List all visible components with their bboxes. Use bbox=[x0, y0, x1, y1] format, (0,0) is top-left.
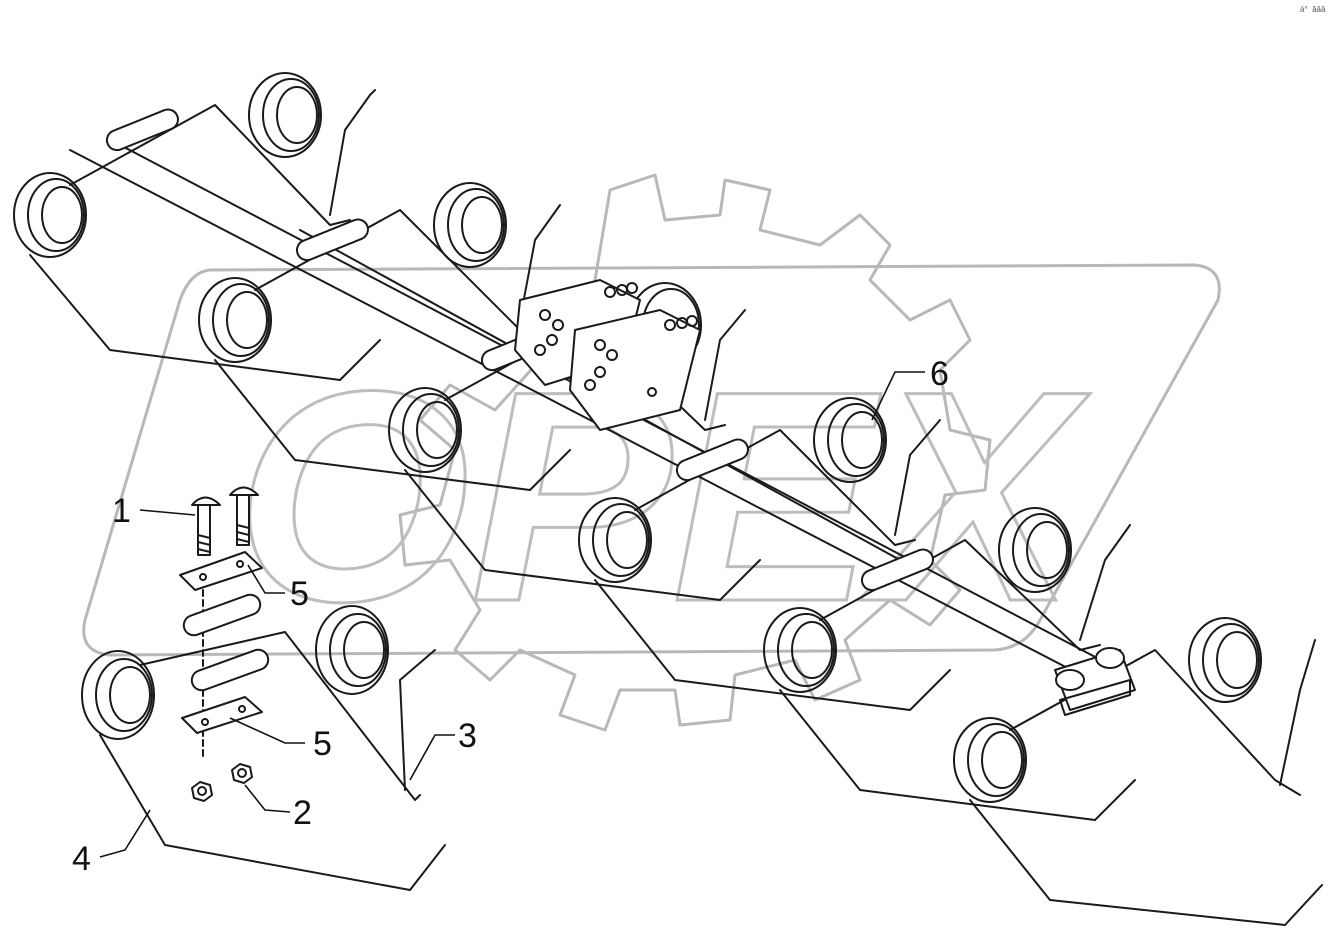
watermark-plate bbox=[82, 263, 1221, 657]
callout-3: 3 bbox=[458, 717, 477, 755]
callout-1: 1 bbox=[112, 492, 131, 530]
callouts: 1 2 3 4 5 5 6 bbox=[72, 355, 949, 878]
carriage-bolt bbox=[229, 486, 259, 546]
hex-nut bbox=[231, 763, 253, 784]
spring-tine bbox=[198, 182, 571, 491]
leader-line-5b bbox=[229, 717, 305, 744]
leader-line-1 bbox=[139, 509, 196, 516]
leader-line-6 bbox=[871, 371, 925, 421]
leader-line-4 bbox=[99, 809, 151, 858]
watermark-gear bbox=[398, 173, 992, 732]
leader-line-5a bbox=[247, 564, 285, 594]
rake-assembly bbox=[13, 72, 1323, 926]
callout-5-upper: 5 bbox=[290, 575, 309, 613]
spring-tine bbox=[13, 72, 381, 381]
hex-nut bbox=[191, 781, 213, 802]
leader-line-2 bbox=[244, 784, 291, 813]
spring-tine bbox=[81, 605, 446, 891]
end-clamp bbox=[1054, 647, 1136, 716]
callout-5-lower: 5 bbox=[313, 725, 332, 763]
callout-4: 4 bbox=[72, 840, 91, 878]
mounting-bracket bbox=[514, 279, 701, 431]
leader-lines bbox=[99, 371, 925, 858]
exploded-detail bbox=[81, 486, 446, 891]
spring-tine bbox=[953, 617, 1323, 926]
spring-tine bbox=[763, 507, 1136, 821]
callout-2: 2 bbox=[293, 794, 312, 832]
leader-line-3 bbox=[409, 734, 455, 781]
spring-tine bbox=[578, 397, 951, 711]
carriage-bolt bbox=[191, 496, 221, 556]
corner-mark: ä° âââ bbox=[1300, 5, 1326, 14]
callout-6: 6 bbox=[930, 355, 949, 393]
